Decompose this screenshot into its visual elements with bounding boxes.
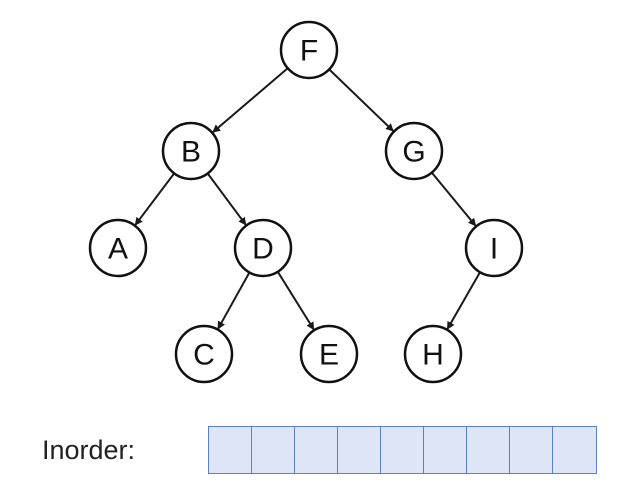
tree-node-H: H (403, 324, 463, 384)
node-label: I (490, 233, 498, 266)
inorder-cell[interactable] (553, 427, 596, 473)
node-circle (464, 218, 524, 278)
node-label: D (252, 233, 274, 266)
inorder-cell[interactable] (209, 427, 252, 473)
edge-G-I (431, 171, 477, 227)
edge-F-G (328, 68, 394, 132)
node-label: E (319, 339, 339, 372)
node-circle (174, 324, 234, 384)
node-circle (88, 218, 148, 278)
node-circle (233, 218, 293, 278)
node-circle (279, 20, 339, 80)
node-circle (384, 121, 444, 181)
inorder-cell[interactable] (467, 427, 510, 473)
edge-F-B (212, 67, 289, 133)
tree-node-C: C (174, 324, 234, 384)
node-circle (161, 121, 221, 181)
inorder-cell[interactable] (424, 427, 467, 473)
inorder-cell[interactable] (252, 427, 295, 473)
inorder-cell[interactable] (381, 427, 424, 473)
binary-tree-diagram: F B G A D I C E H (88, 20, 524, 384)
inorder-answer-cells (208, 426, 597, 474)
edge-D-C (217, 272, 251, 330)
node-label: B (181, 136, 201, 169)
node-label: C (193, 339, 215, 372)
node-circle (299, 324, 359, 384)
node-label: A (108, 233, 128, 266)
tree-node-F: F (279, 20, 339, 80)
node-circle (403, 324, 463, 384)
tree-node-G: G (384, 121, 444, 181)
edge-I-H (446, 271, 481, 330)
inorder-cell[interactable] (338, 427, 381, 473)
tree-node-E: E (299, 324, 359, 384)
node-label: G (402, 136, 425, 169)
edge-B-D (206, 172, 247, 226)
tree-nodes: F B G A D I C E H (88, 20, 524, 384)
tree-edges (134, 67, 481, 331)
tree-node-I: I (464, 218, 524, 278)
edge-B-A (134, 172, 175, 226)
tree-node-B: B (161, 121, 221, 181)
node-label: F (300, 35, 318, 68)
tree-node-D: D (233, 218, 293, 278)
inorder-traversal-row: Inorder: (42, 426, 597, 474)
edge-D-E (276, 271, 315, 331)
tree-node-A: A (88, 218, 148, 278)
node-label: H (422, 339, 444, 372)
inorder-cell[interactable] (295, 427, 338, 473)
inorder-cell[interactable] (510, 427, 553, 473)
inorder-label: Inorder: (42, 434, 136, 465)
